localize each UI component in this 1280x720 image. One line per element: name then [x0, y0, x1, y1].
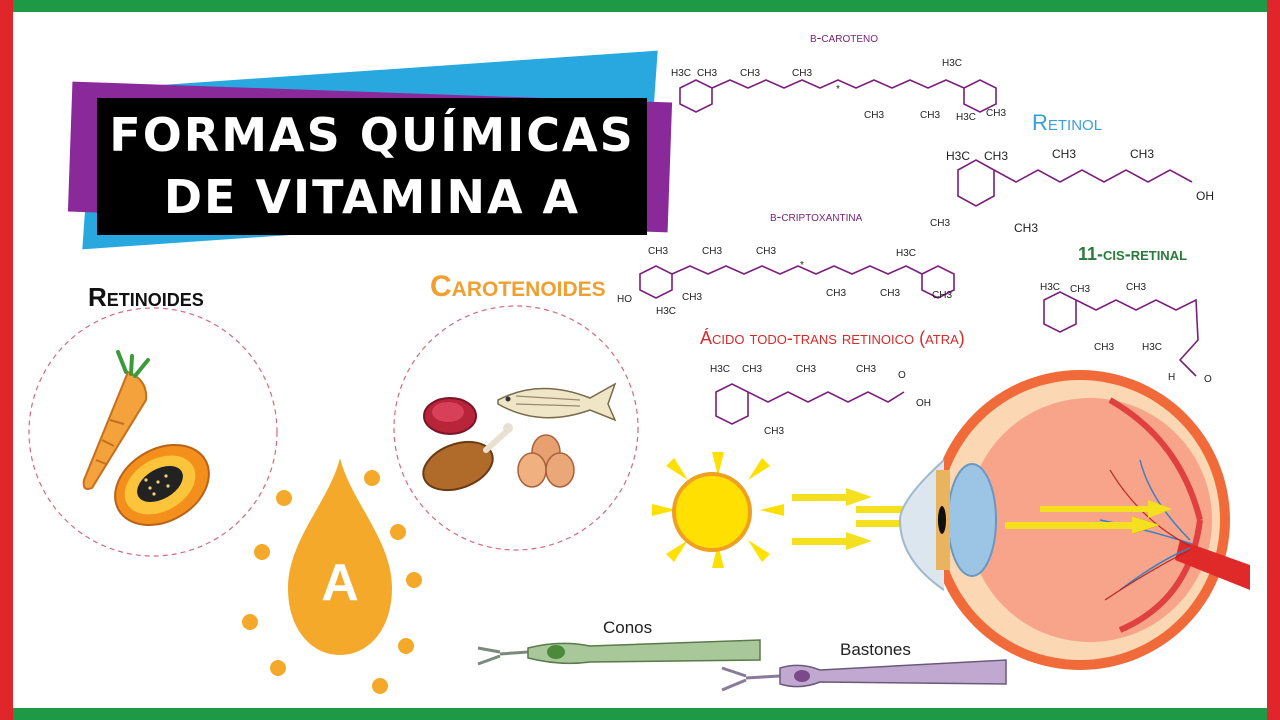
atom-label: CH3: [1130, 147, 1154, 161]
atom-label: CH3: [1094, 342, 1114, 353]
atom-label: H3C: [942, 58, 962, 69]
rod-cell: [721, 659, 1007, 692]
frame-top: [0, 0, 1280, 12]
atom-label: CH3: [880, 288, 900, 299]
atom-label: *: [836, 84, 840, 95]
atom-label: H: [1168, 372, 1175, 383]
beta-caroteno-label: β-caroteno: [810, 29, 879, 45]
atom-label: HO: [617, 294, 632, 305]
frame-right: [1267, 0, 1280, 720]
papaya-icon: [114, 444, 210, 526]
beta-criptoxantina-label: β-criptoxantina: [770, 208, 863, 224]
meat-icon: [423, 397, 477, 435]
eggs-icon: [517, 434, 575, 488]
carotenoides-heading: Carotenoides: [430, 270, 606, 303]
atom-label: CH3: [792, 68, 812, 79]
atom-label: CH3: [702, 246, 722, 257]
frame-left: [0, 0, 13, 720]
atom-label: CH3: [648, 246, 668, 257]
atom-label: CH3: [986, 108, 1006, 119]
retinoides-heading: Retinoides: [88, 282, 204, 312]
atom-label: CH3: [1014, 221, 1038, 235]
atom-label: CH3: [796, 364, 816, 375]
conos-label: Conos: [603, 618, 653, 637]
retinol-label: Retinol: [1032, 110, 1103, 135]
atom-label: CH3: [742, 364, 762, 375]
atom-label: H3C: [946, 149, 970, 163]
fish-icon: [497, 382, 617, 422]
atom-label: CH3: [826, 288, 846, 299]
atom-label: CH3: [930, 218, 950, 229]
bastones-label: Bastones: [840, 640, 911, 659]
atom-label: CH3: [740, 68, 760, 79]
chicken-leg-icon: [422, 423, 513, 492]
atom-label: CH3: [764, 426, 784, 437]
atom-label: CH3: [756, 246, 776, 257]
carotenoides-circle: [393, 305, 639, 551]
atom-label: *: [800, 260, 804, 271]
vitamin-a-letter: A: [321, 554, 359, 612]
cis-retinal-label: 11-cis-retinal: [1078, 244, 1188, 264]
atom-label: H3C: [671, 68, 691, 79]
atom-label: CH3: [864, 110, 884, 121]
atom-label: CH3: [1126, 282, 1146, 293]
atom-label: H3C: [1040, 282, 1060, 293]
atom-label: H3C: [1142, 342, 1162, 353]
frame-bottom: [0, 708, 1280, 720]
sun-icon: [652, 452, 784, 568]
eye-diagram: [898, 370, 1250, 670]
atom-label: CH3: [856, 364, 876, 375]
atom-label: CH3: [920, 110, 940, 121]
atom-label: OH: [916, 398, 931, 409]
atom-label: CH3: [682, 292, 702, 303]
title-banner: FORMAS QUÍMICAS DE VITAMINA A: [97, 98, 647, 235]
atom-label: CH3: [697, 68, 717, 79]
atom-label: O: [1204, 374, 1212, 385]
carrot-icon: [82, 350, 150, 490]
title-line-2: DE VITAMINA A: [163, 170, 581, 224]
acido-retinoico-label: Ácido todo-trans retinoico (atra): [700, 328, 965, 348]
atom-label: H3C: [896, 248, 916, 259]
retinoides-circle: [28, 307, 278, 557]
atom-label: CH3: [932, 290, 952, 301]
atom-label: OH: [1196, 189, 1214, 203]
atom-label: H3C: [710, 364, 730, 375]
vitamin-a-drop: [242, 458, 422, 694]
atom-label: H3C: [956, 112, 976, 123]
cone-cell: [477, 639, 761, 666]
atom-label: CH3: [1052, 147, 1076, 161]
title-line-1: FORMAS QUÍMICAS: [109, 108, 635, 162]
molecule-structures: [639, 79, 1199, 425]
atom-label: H3C: [656, 306, 676, 317]
atom-label: CH3: [984, 149, 1008, 163]
atom-label: CH3: [1070, 284, 1090, 295]
atom-label: O: [898, 370, 906, 381]
